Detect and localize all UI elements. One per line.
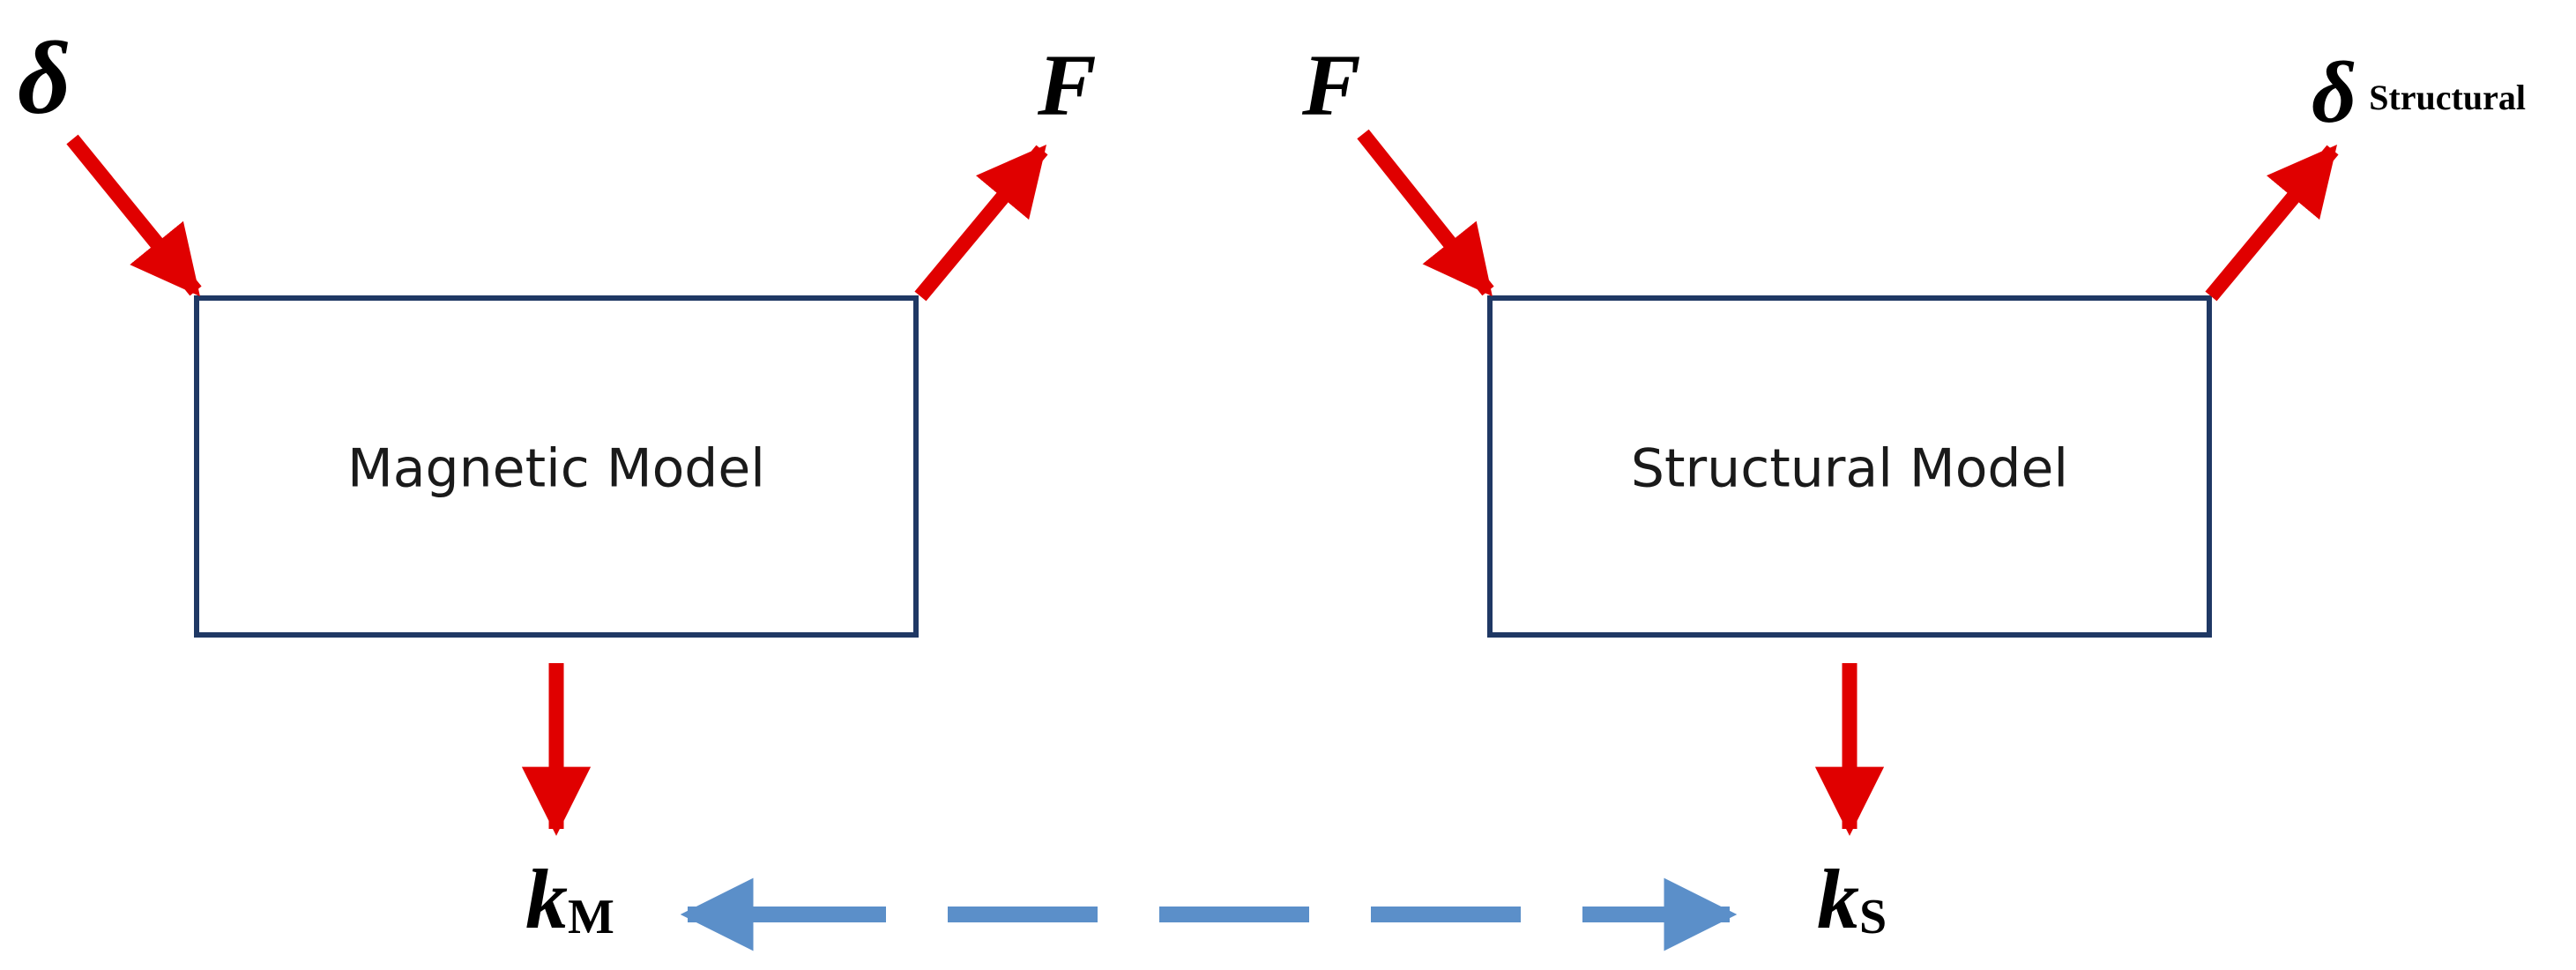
- structural-output-arrow: [2205, 144, 2339, 302]
- structural-input-f: F: [1301, 36, 1361, 134]
- structural-output-delta: δ Structural: [2312, 43, 2526, 141]
- km-symbol: k: [525, 852, 568, 946]
- magnetic-model-block: Magnetic Model: [194, 295, 919, 638]
- magnetic-input-delta: δ: [18, 20, 71, 136]
- structural-result-ks: kS: [1817, 852, 1887, 946]
- magnetic-model-label: Magnetic Model: [347, 438, 765, 500]
- structural-model-label: Structural Model: [1631, 438, 2068, 500]
- ks-subscript: S: [1859, 890, 1887, 944]
- structural-model-block: Structural Model: [1487, 295, 2212, 638]
- delta-structural-subscript: Structural: [2369, 78, 2526, 117]
- km-subscript: M: [568, 890, 614, 944]
- delta-structural-symbol: δ: [2312, 43, 2356, 141]
- magnetic-output-arrow: [914, 144, 1048, 302]
- structural-model-box: [1487, 295, 2212, 638]
- magnetic-result-km: kM: [525, 852, 614, 946]
- ks-symbol: k: [1817, 852, 1859, 946]
- magnetic-model-box: [194, 295, 919, 638]
- magnetic-input-arrow: [66, 134, 202, 297]
- structural-input-arrow: [1357, 129, 1494, 297]
- magnetic-output-f: F: [1037, 36, 1097, 134]
